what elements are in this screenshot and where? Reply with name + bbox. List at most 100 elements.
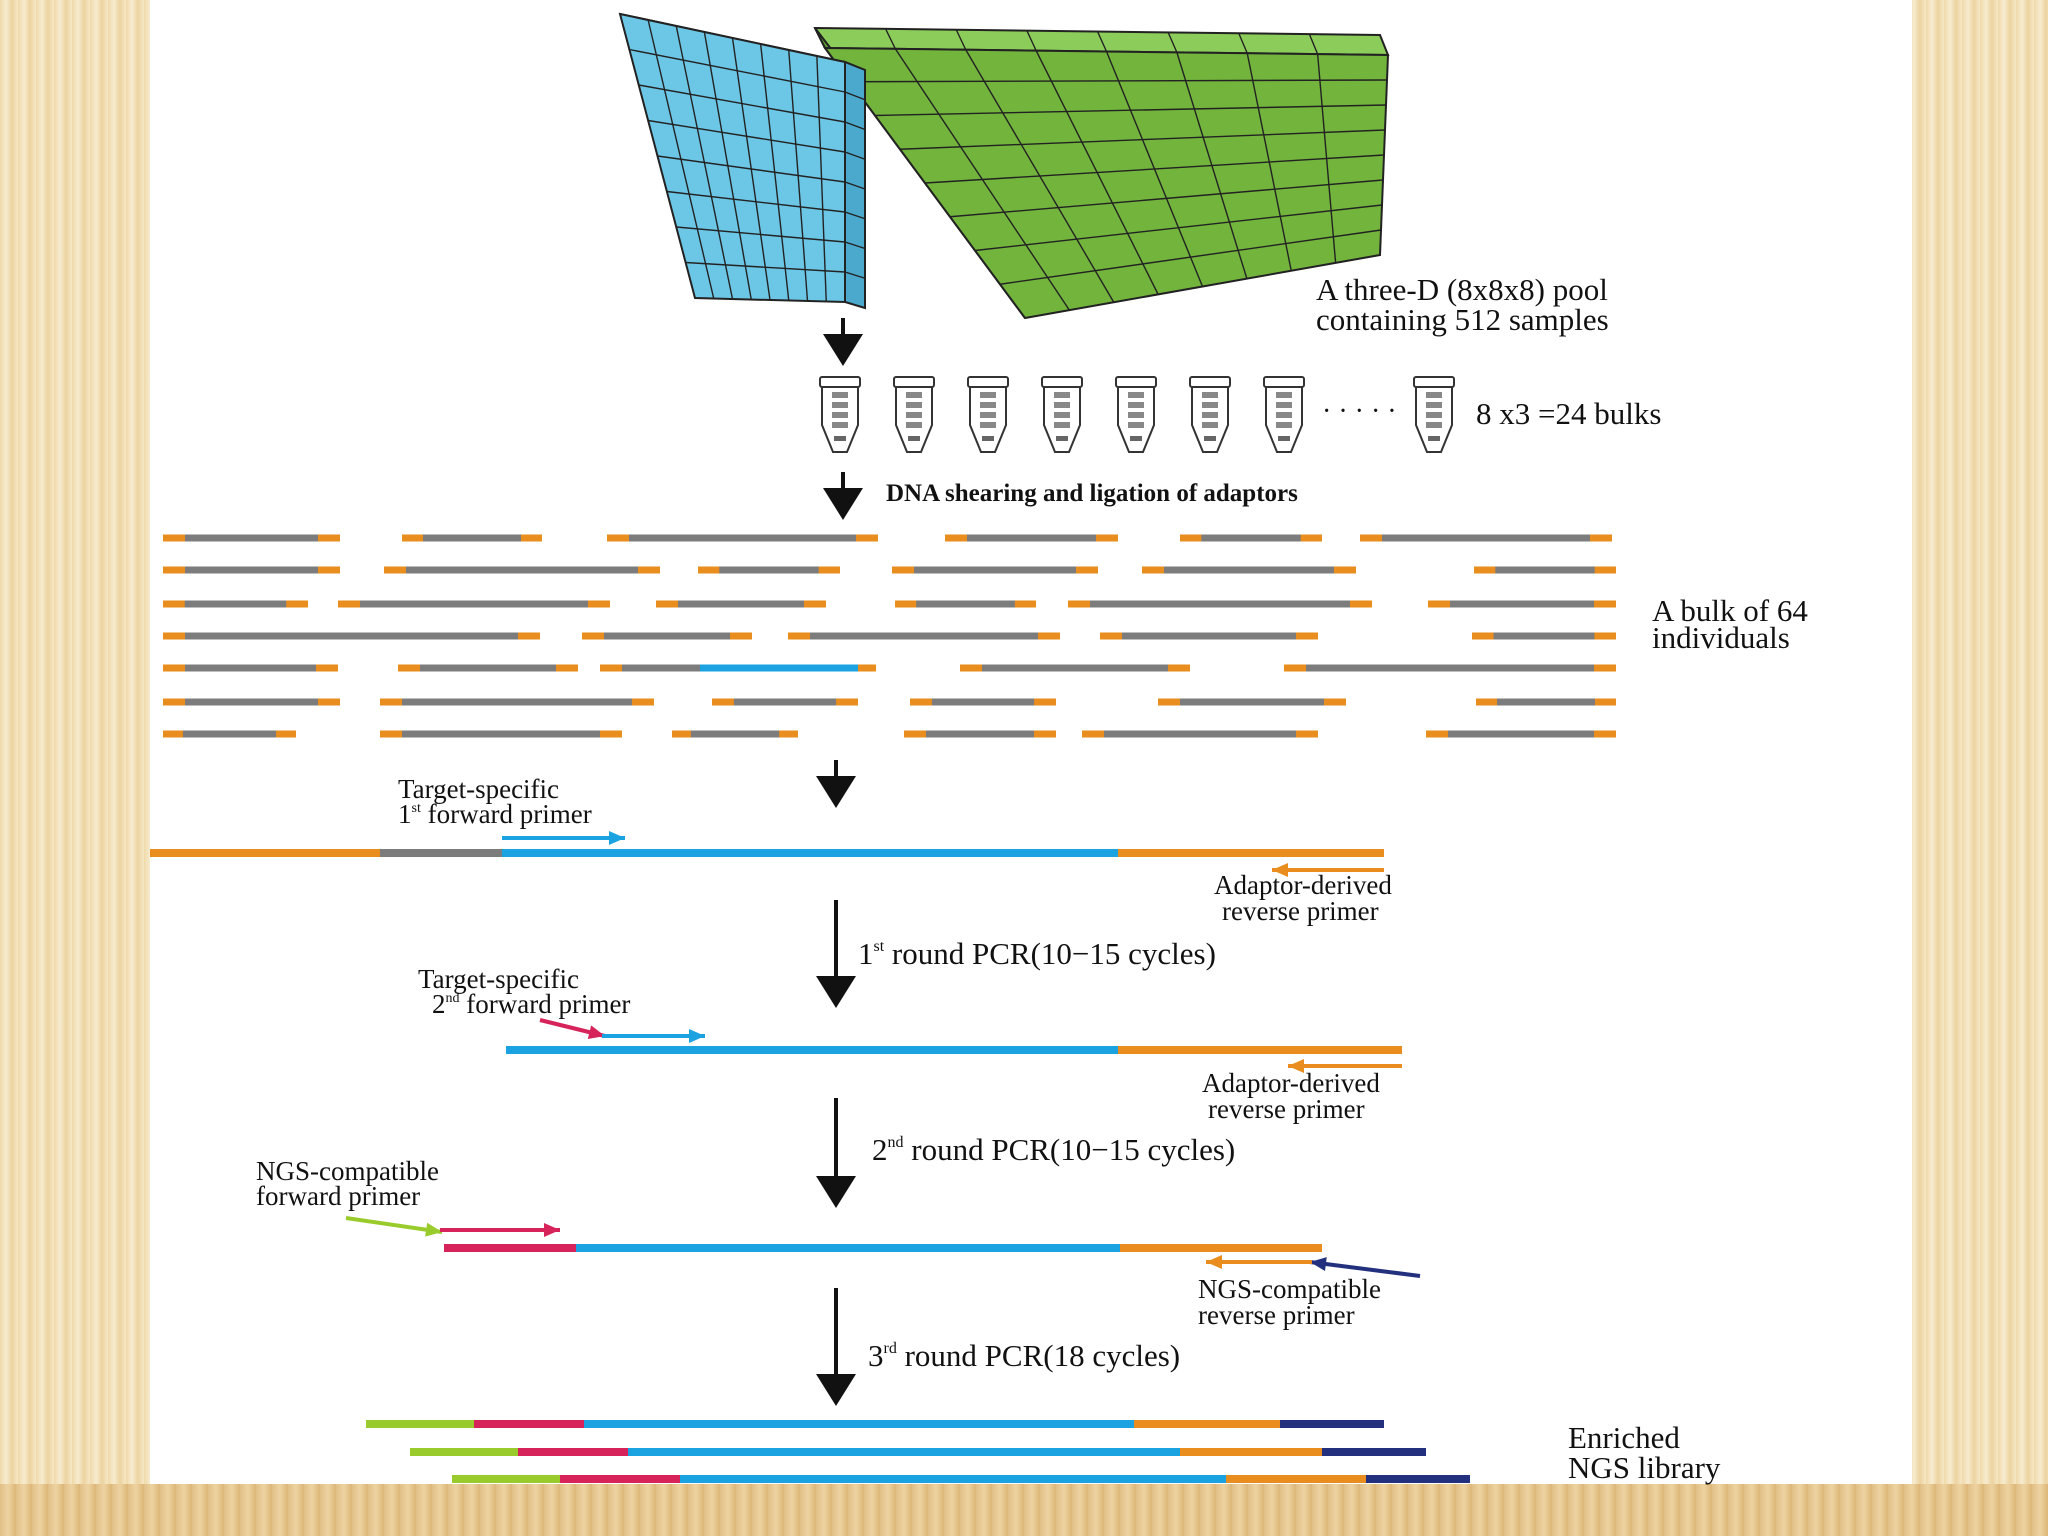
green-cube-front-face [822,46,1390,320]
target-specific-forward-primer-1 [502,831,625,845]
tube-tip-mark [1204,436,1216,441]
bulk-tubes [819,376,1455,453]
ellipsis-dots: · · · · · [1322,396,1397,427]
bulk-64-label-line1: A bulk of 64 [1652,593,1808,628]
adaptor-derived-2-line2: reverse primer [1208,1094,1365,1124]
tube-tip-mark [982,436,994,441]
ngs-forward-line2: forward primer [256,1181,420,1211]
pcr-tube [1115,376,1157,453]
pool-label-line1: A three-D (8x8x8) pool [1316,272,1608,307]
tube-tip-mark [1056,436,1068,441]
green-cube-top-face-gridline [1167,32,1178,53]
tube-sample-mark [1426,422,1442,428]
tube-body [1415,386,1453,453]
tube-sample-mark [1202,412,1218,418]
blue-slab-front-face-gridline [657,155,846,183]
shearing-label: DNA shearing and ligation of adaptors [886,480,1298,507]
green-cube-front-face-gridline [949,179,1384,218]
tube-body [895,386,933,453]
tube-tip-mark [834,436,846,441]
adaptor-reverse-primer-1 [1272,863,1384,877]
green-cube-top-face-gridline [1308,33,1319,55]
tube-body [1191,386,1229,453]
round-1-pcr-label: 1st round PCR(10−15 cycles) [858,936,1216,971]
ngs-reverse-line2: reverse primer [1198,1300,1355,1330]
tube-sample-mark [1202,392,1218,398]
ngs-forward-lime-line [345,1216,443,1237]
tube-sample-mark [906,392,922,398]
adaptor-derived-2-line1: Adaptor-derived [1202,1068,1380,1098]
tube-sample-mark [832,412,848,418]
tube-sample-mark [832,392,848,398]
blue-slab-side-face-gridline [844,151,866,160]
green-cube-front-face-gridline [849,79,1388,83]
green-cube-front-face-gridline [899,129,1386,150]
tube-cap [1115,376,1157,388]
adaptor-derived-1-line2: reverse primer [1222,896,1379,926]
tube-sample-mark [1128,402,1144,408]
tube-sample-mark [980,392,996,398]
blue-slab-front-face [618,12,846,304]
pcr-amplicons [150,831,1470,1483]
green-cube-top-face-gridline [884,28,897,50]
round-3-pcr-label: 3rd round PCR(18 cycles) [868,1338,1180,1373]
blue-slab-front-face-gridline [648,119,846,153]
tube-cap [893,376,935,388]
ngs-reverse-navy-line [1309,1257,1421,1278]
tube-tip-mark [1278,436,1290,441]
blue-slab-front-face-gridline [638,84,846,123]
red-tail-line-head [587,1025,605,1039]
green-cube-top-face-gridline [1238,32,1248,54]
pool-label-line2: containing 512 samples [1316,302,1609,337]
green-cube-front-face-gridline [874,104,1387,117]
target-specific-1-line2: 1st forward primer [398,799,592,829]
pcr-tube [1263,376,1305,453]
ngs-compatible-reverse-primer [1206,1255,1312,1269]
tube-sample-mark [1128,392,1144,398]
green-cube-top-face-gridline [955,29,967,51]
target-specific-2-line1: Target-specific [418,964,579,994]
tube-body [1117,386,1155,453]
tube-cap [1041,376,1083,388]
pcr-tube [1413,376,1455,453]
adaptor-derived-1-line1: Adaptor-derived [1214,870,1392,900]
tube-sample-mark [980,402,996,408]
tube-sample-mark [980,422,996,428]
tube-cap [967,376,1009,388]
ngs-forward-lime-line-head [425,1222,442,1237]
pcr-tube [1189,376,1231,453]
tube-sample-mark [906,412,922,418]
tube-sample-mark [906,402,922,408]
target-specific-forward-primer-2 [602,1029,705,1043]
tube-tip-mark [1130,436,1142,441]
tube-sample-mark [1426,412,1442,418]
blue-slab-front-face-gridline [676,226,846,243]
ngs-compatible-reverse-primer-head [1206,1255,1222,1269]
pcr-tube [1041,376,1083,453]
tube-sample-mark [1054,402,1070,408]
blue-slab-side-face-gridline [844,211,866,220]
ngs-compatible-forward-primer-head [544,1223,560,1237]
ngs-reverse-navy-line-head [1310,1257,1327,1271]
blue-slab-side-face-gridline [844,181,866,190]
tube-body [1043,386,1081,453]
tube-body [821,386,859,453]
blue-slab-side-face-gridline [844,271,866,279]
bulks-label: 8 x3 =24 bulks [1476,396,1661,431]
tube-sample-mark [1276,422,1292,428]
tube-body [969,386,1007,453]
blue-slab-side-face-gridline [844,121,866,131]
blue-slab-side-face-gridline [844,91,866,101]
green-cube-front-face-gridline [999,229,1382,285]
tube-cap [819,376,861,388]
tube-sample-mark [1276,402,1292,408]
tube-sample-mark [1202,422,1218,428]
adaptor-reverse-primer-1-head [1272,863,1288,877]
pcr-tube [819,376,861,453]
enriched-library-line2: NGS library [1568,1450,1721,1485]
target-specific-2-line2: 2nd forward primer [432,989,630,1019]
tube-sample-mark [1128,412,1144,418]
tube-sample-mark [832,422,848,428]
ngs-forward-line1: NGS-compatible [256,1156,439,1186]
